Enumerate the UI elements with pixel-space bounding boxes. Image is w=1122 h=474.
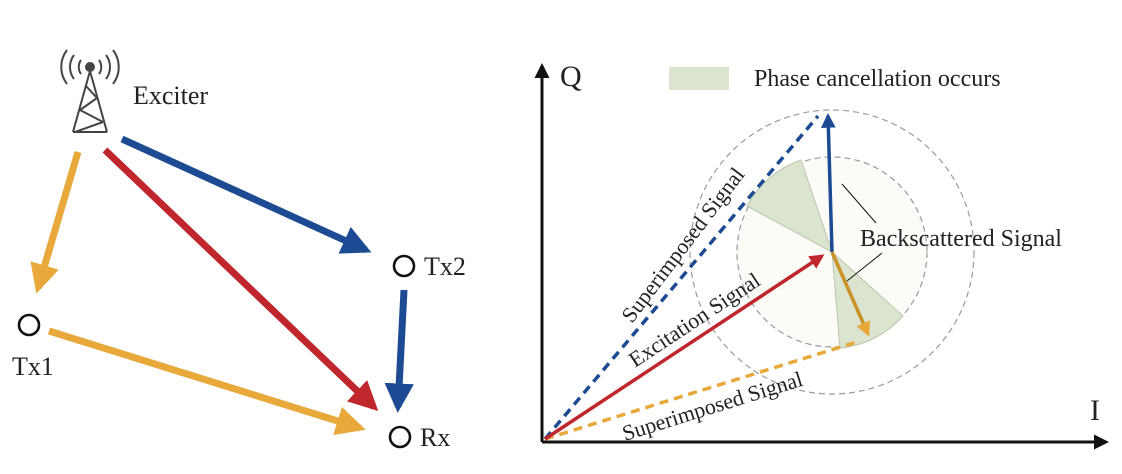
exciter-to-tx2-arrow (120, 135, 372, 254)
legend-swatch (669, 67, 729, 90)
superimposed-signal-orange-vector (544, 339, 861, 441)
tx2-to-rx-arrow (384, 289, 414, 413)
tx1-label: Tx1 (12, 352, 54, 381)
tx1-node (17, 313, 41, 337)
backscattered-vector-up (820, 113, 836, 253)
callout-line-lower (846, 252, 883, 282)
backscattered-vector-down (830, 251, 871, 337)
i-axis-label: I (1090, 394, 1100, 427)
rx-label: Rx (420, 423, 450, 452)
legend-label: Phase cancellation occurs (754, 66, 1001, 92)
tx1-to-rx-arrow (47, 327, 366, 436)
q-axis-label: Q (560, 60, 582, 93)
tx2-node (392, 254, 416, 278)
rx-node (388, 425, 412, 449)
tx2-label: Tx2 (424, 252, 466, 281)
backscattered-label: Backscattered Signal (860, 226, 1062, 252)
exciter-tower-icon (60, 49, 120, 133)
callout-line-upper (841, 183, 877, 224)
exciter-to-tx1-arrow (30, 151, 82, 294)
phase-cancellation-sector-upper (746, 159, 833, 254)
phase-cancellation-sector-lower (831, 250, 904, 349)
outer-dashed-circle (689, 109, 975, 395)
superimposed-signal-blue-vector (543, 114, 820, 441)
excitation-signal-vector (544, 254, 825, 441)
exciter-label: Exciter (133, 81, 208, 110)
exciter-to-rx-arrow (102, 147, 379, 412)
